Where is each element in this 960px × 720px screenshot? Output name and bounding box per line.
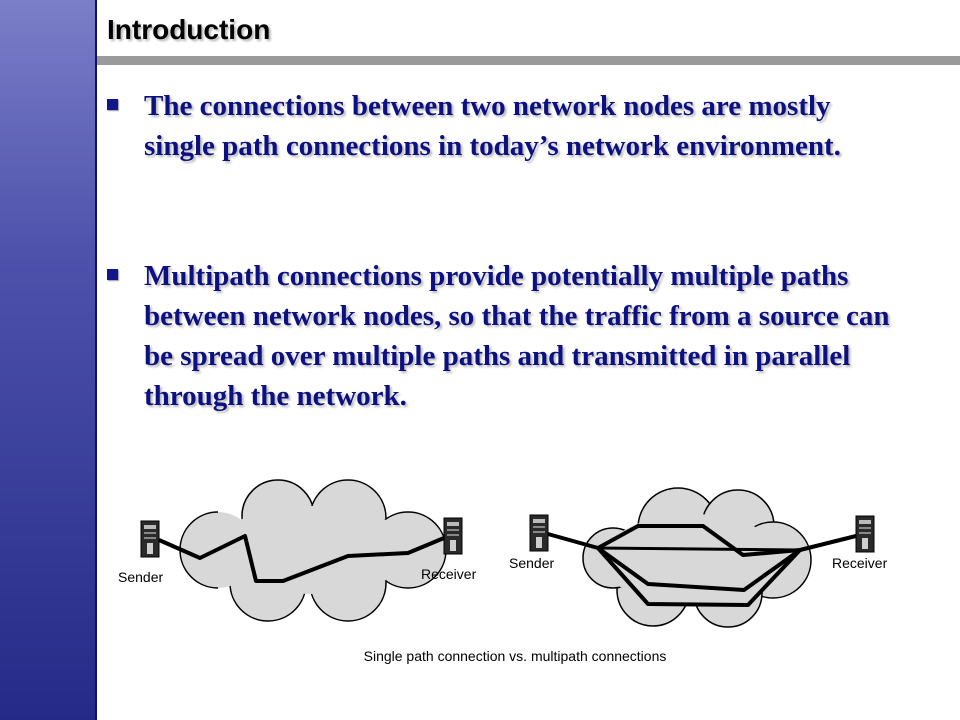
title-divider — [97, 56, 960, 65]
sender-server-icon — [140, 520, 160, 558]
multipath-line — [597, 524, 801, 557]
receiver-label: Receiver — [832, 555, 888, 571]
multipath-line — [596, 546, 802, 607]
network-diagram: Sender Receiver Sender Receiver — [118, 479, 888, 628]
sender-label: Sender — [118, 569, 163, 585]
multipath-line — [547, 532, 599, 550]
receiver-server-icon — [855, 515, 875, 553]
sender-label: Sender — [509, 555, 554, 571]
sender-server-icon — [529, 514, 549, 552]
multipath-diagram: Sender Receiver — [509, 487, 888, 628]
single-path-line — [158, 534, 445, 583]
square-bullet-icon — [107, 269, 118, 280]
multipath-line — [799, 534, 857, 552]
sidebar-band — [0, 0, 97, 720]
network-cloud — [179, 479, 447, 622]
bullet-text: The connections between two network node… — [144, 90, 841, 162]
multipath-line — [597, 546, 801, 552]
multipath-line — [596, 546, 802, 592]
square-bullet-icon — [107, 99, 118, 110]
bullet-text: Multipath connections provide potentiall… — [144, 260, 890, 412]
receiver-server-icon — [443, 517, 463, 555]
diagram-caption: Single path connection vs. multipath con… — [363, 648, 667, 664]
slide-title: Introduction — [107, 14, 271, 45]
single-path-diagram: Sender Receiver — [118, 479, 477, 622]
receiver-label: Receiver — [421, 566, 477, 582]
